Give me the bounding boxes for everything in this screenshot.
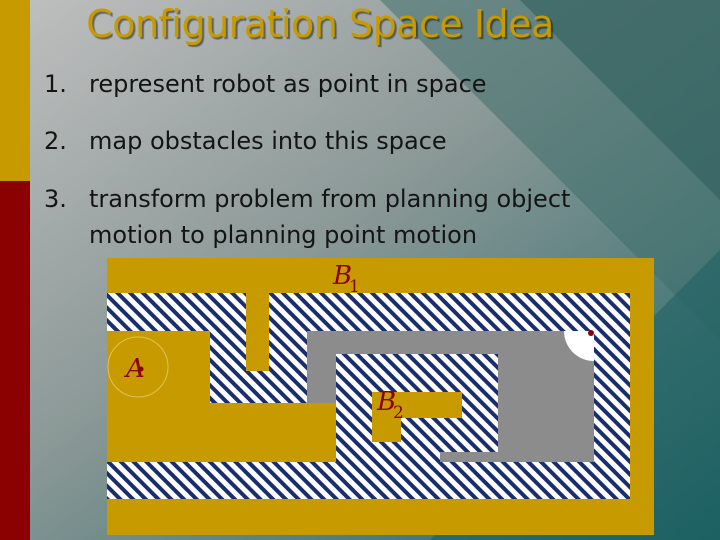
slide-title: Configuration Space Idea	[86, 2, 554, 46]
list-text: represent robot as point in space	[89, 70, 487, 98]
robot-a-disc	[107, 336, 169, 398]
obstacle-b1-subscript: 1	[349, 277, 360, 297]
robot-label: A	[124, 354, 145, 384]
obstacle-b1	[246, 293, 269, 371]
left-gold-bar	[0, 0, 30, 181]
robot-config-point-disc	[564, 331, 594, 361]
list-text: map obstacles into this space	[89, 127, 447, 155]
obstacle-b2-label: B	[376, 387, 396, 417]
free-space-region	[307, 331, 594, 462]
left-red-bar	[0, 181, 30, 540]
list-text-continued: motion to planning point motion	[89, 221, 478, 249]
obstacle-b2-subscript: 2	[393, 403, 404, 423]
robot-config-point	[588, 330, 594, 336]
robot-a-reference-point	[138, 366, 144, 372]
list-number: 2.	[44, 127, 67, 155]
list-number: 1.	[44, 70, 67, 98]
obstacle-b1-label: B	[332, 261, 352, 291]
list-text: transform problem from planning object	[89, 185, 571, 213]
hatched-lower-band	[107, 462, 630, 499]
hatched-right-column	[594, 331, 630, 462]
obstacle-b2-vertical	[372, 392, 401, 442]
list-item-2: 2. map obstacles into this space	[44, 123, 644, 159]
list-number: 3.	[44, 185, 67, 213]
list-item-1: 1. represent robot as point in space	[44, 66, 644, 102]
list-item-3: 3. transform problem from planning objec…	[44, 181, 664, 253]
hatched-upper-band	[107, 293, 630, 331]
free-space-lower	[440, 452, 594, 462]
